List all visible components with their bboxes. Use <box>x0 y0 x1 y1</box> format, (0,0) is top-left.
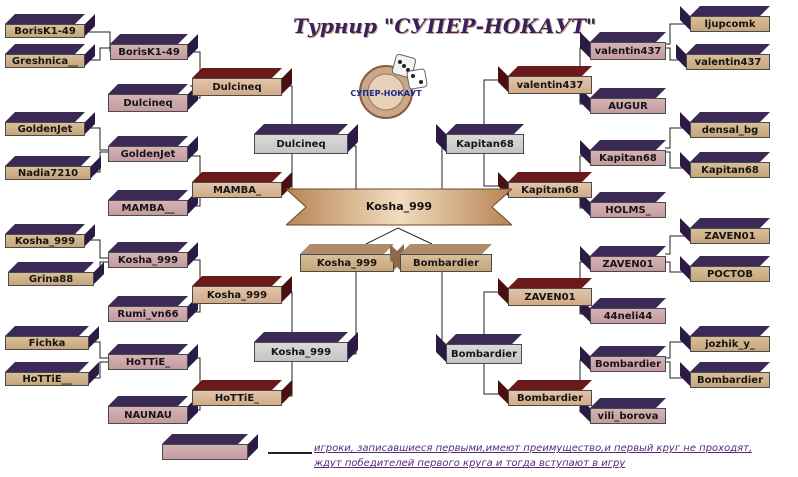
right-round1-5[interactable]: ZAVEN01 <box>590 246 666 272</box>
right-round2-3[interactable]: ZAVEN01 <box>508 278 592 306</box>
right-round1-1[interactable]: valentin437 <box>590 32 666 60</box>
right-entrant-4[interactable]: Kapitan68 <box>690 152 770 178</box>
left-entrant-3[interactable]: GoldenJet <box>5 112 85 136</box>
right-entrant-2[interactable]: valentin437 <box>686 44 770 70</box>
left-semifinal[interactable]: Kosha_999 <box>300 244 394 272</box>
legend-note-line2: ждут победителей первого круга и тогда в… <box>314 458 626 469</box>
left-round1-7[interactable]: HoTTiE_ <box>108 344 188 370</box>
left-round3-2[interactable]: Kosha_999 <box>254 332 348 362</box>
page-title: Турнир "СУПЕР-НОКАУТ" <box>293 14 597 38</box>
left-round3-1[interactable]: Dulcineq <box>254 124 348 154</box>
left-entrant-8[interactable]: HoTTiE__ <box>5 362 89 386</box>
right-round3-2[interactable]: Bombardier <box>446 334 522 364</box>
right-round1-7[interactable]: Bombardier <box>590 346 666 372</box>
final-banner <box>286 188 512 226</box>
right-round1-6[interactable]: 44neli44 <box>590 298 666 324</box>
right-entrant-7[interactable]: jozhik_y_ <box>690 326 770 352</box>
left-round2-1[interactable]: Dulcineq <box>192 68 282 96</box>
super-knockout-logo: СУПЕР-НОКАУТ <box>350 54 428 119</box>
right-entrant-3[interactable]: densal_bg <box>690 112 770 138</box>
right-entrant-8[interactable]: Bombardier <box>690 362 770 388</box>
left-round1-3[interactable]: GoldenJet <box>108 136 188 162</box>
left-entrant-5[interactable]: Kosha_999 <box>5 224 85 248</box>
left-round1-5[interactable]: Kosha_999 <box>108 242 188 268</box>
logo-text: СУПЕР-НОКАУТ <box>350 89 422 98</box>
left-round2-2[interactable]: MAMBA_ <box>192 172 282 198</box>
right-entrant-5[interactable]: ZAVEN01 <box>690 218 770 244</box>
left-round1-1[interactable]: BorisK1-49 <box>110 34 188 60</box>
legend-note-line1: игроки, записавшиеся первыми,имеют преим… <box>314 443 753 454</box>
left-entrant-6[interactable]: Grina88 <box>8 262 94 286</box>
right-round3-1[interactable]: Kapitan68 <box>446 124 524 154</box>
left-round1-4[interactable]: MAMBA__ <box>108 190 188 216</box>
left-round1-8[interactable]: NAUNAU <box>108 396 188 424</box>
right-round2-2[interactable]: Kapitan68 <box>508 172 592 198</box>
right-round2-1[interactable]: valentin437 <box>508 66 592 94</box>
right-entrant-1[interactable]: ljupcomk <box>690 6 770 32</box>
left-entrant-1[interactable]: BorisK1-49 <box>5 14 85 38</box>
right-round2-4[interactable]: Bombardier <box>508 380 592 406</box>
legend-swatch <box>162 434 248 460</box>
left-round1-6[interactable]: Rumi_vn66 <box>108 296 188 322</box>
left-round1-2[interactable]: Dulcineq <box>108 84 188 112</box>
right-round1-2[interactable]: AUGUR <box>590 88 666 114</box>
right-round1-8[interactable]: vili_borova <box>590 398 666 424</box>
left-entrant-4[interactable]: Nadia7210 <box>5 156 91 180</box>
right-round1-4[interactable]: HOLMS_ <box>590 192 666 218</box>
left-round2-4[interactable]: HoTTiE_ <box>192 380 282 406</box>
right-round1-3[interactable]: Kapitan68 <box>590 140 666 166</box>
final-winner: Kosha_999 <box>365 200 433 213</box>
right-semifinal[interactable]: Bombardier <box>400 244 492 272</box>
left-entrant-2[interactable]: Greshnica__ <box>5 44 85 68</box>
left-entrant-7[interactable]: Fichka <box>5 326 89 350</box>
left-round2-3[interactable]: Kosha_999 <box>192 276 282 304</box>
right-entrant-6[interactable]: РОСТОВ <box>690 256 770 282</box>
